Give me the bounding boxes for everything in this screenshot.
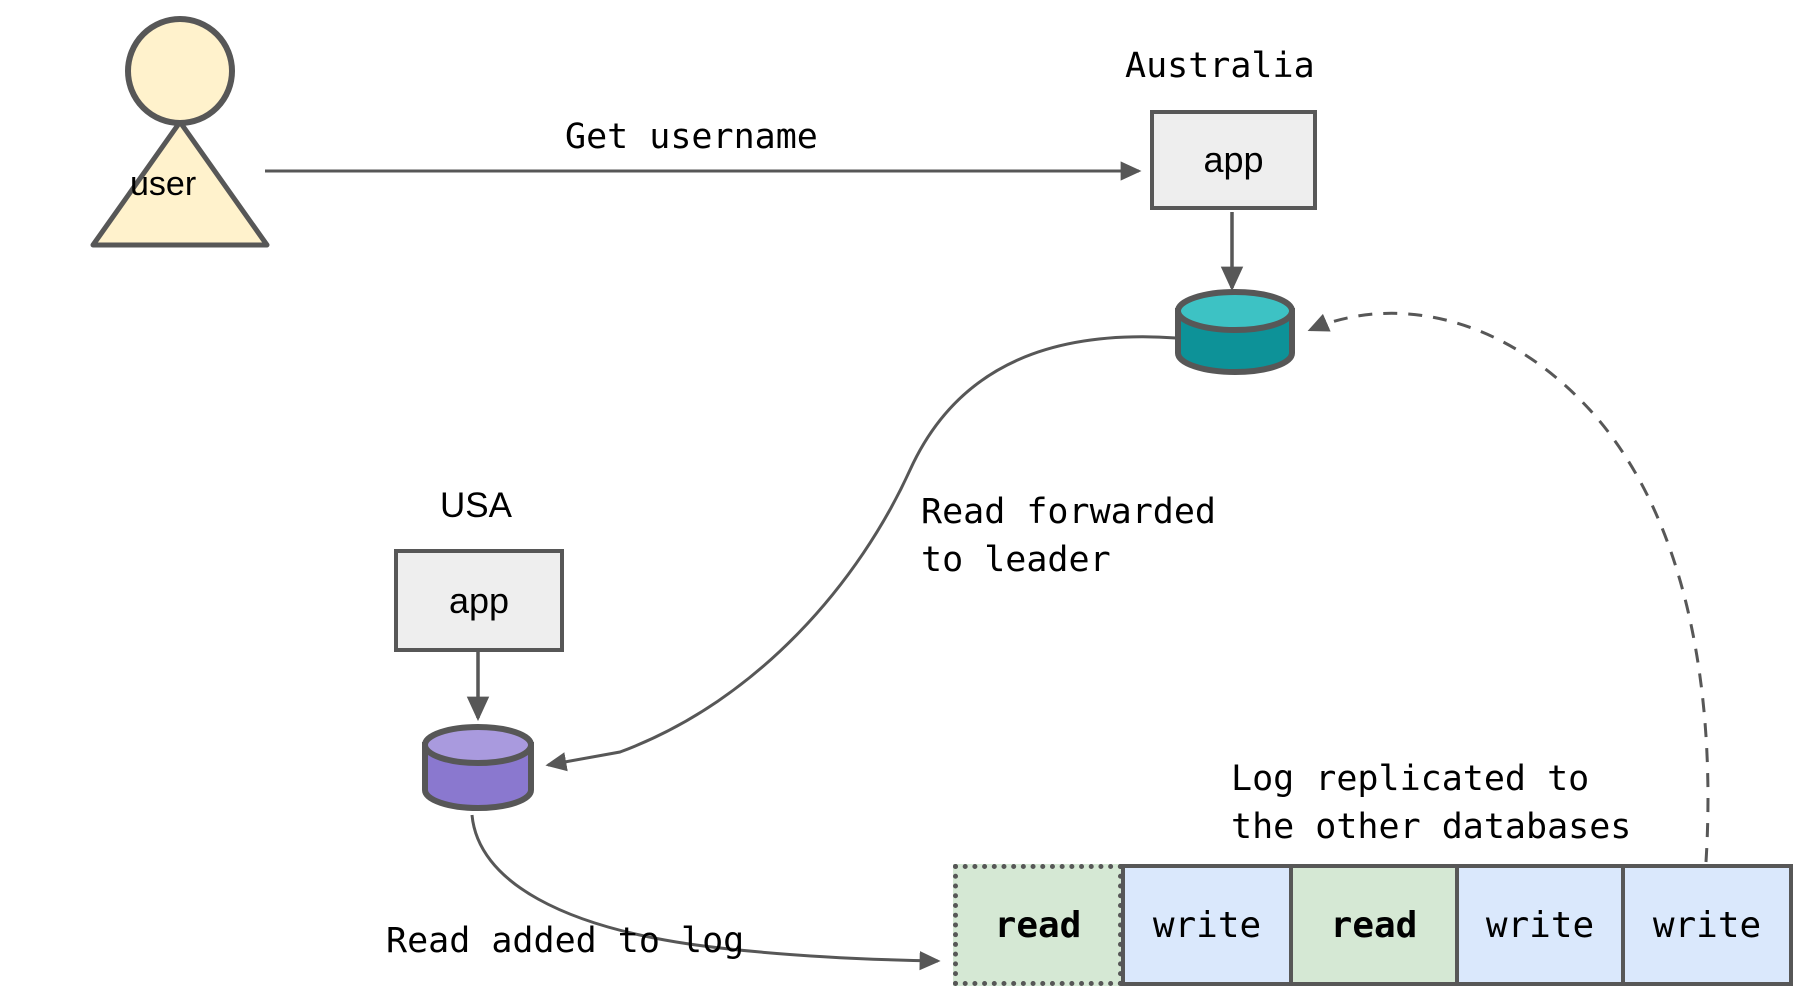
edge-read-added-to-log [470,814,941,971]
usa-database-cylinder[interactable] [422,724,534,811]
edge-label-get-username: Get username [565,117,818,157]
edge-label-log-replicated-line2: the other databases [1231,807,1632,847]
edge-read-forwarded-to-leader [545,335,1177,772]
edge-label-read-forwarded-line2: to leader [921,540,1111,580]
log-entry-2-label: read [1330,904,1418,946]
log-entry-2[interactable]: read [1289,864,1459,986]
log-entry-0-label: read [994,904,1082,946]
australia-database-cylinder[interactable] [1175,289,1295,375]
user-body-triangle [90,119,270,248]
edge-label-read-forwarded-line1: Read forwarded [921,492,1217,532]
usa-app-box[interactable]: app [394,549,564,652]
log-entry-0[interactable]: read [953,864,1123,986]
australia-app-box[interactable]: app [1150,110,1317,210]
edge-log-replicated [1307,311,1710,863]
australia-app-label: app [1203,139,1264,180]
replication-log-strip: read write read write write [953,864,1793,986]
australia-db-top [1175,289,1295,333]
user-actor-shape [90,16,270,248]
usa-db-top [422,724,534,766]
edge-label-log-replicated-line1: Log replicated to [1231,759,1590,799]
log-entry-1[interactable]: write [1121,864,1293,986]
user-head-circle [125,16,235,126]
australia-region-label: Australia [1125,46,1315,86]
log-entry-3-label: write [1485,904,1595,946]
user-actor-label: user [130,165,197,203]
log-entry-3[interactable]: write [1455,864,1625,986]
log-entry-4-label: write [1652,904,1762,946]
edge-label-read-added-to-log: Read added to log [386,921,745,961]
log-entry-1-label: write [1152,904,1262,946]
usa-region-label: USA [440,486,512,525]
usa-app-label: app [448,579,510,621]
log-entry-4[interactable]: write [1621,864,1793,986]
